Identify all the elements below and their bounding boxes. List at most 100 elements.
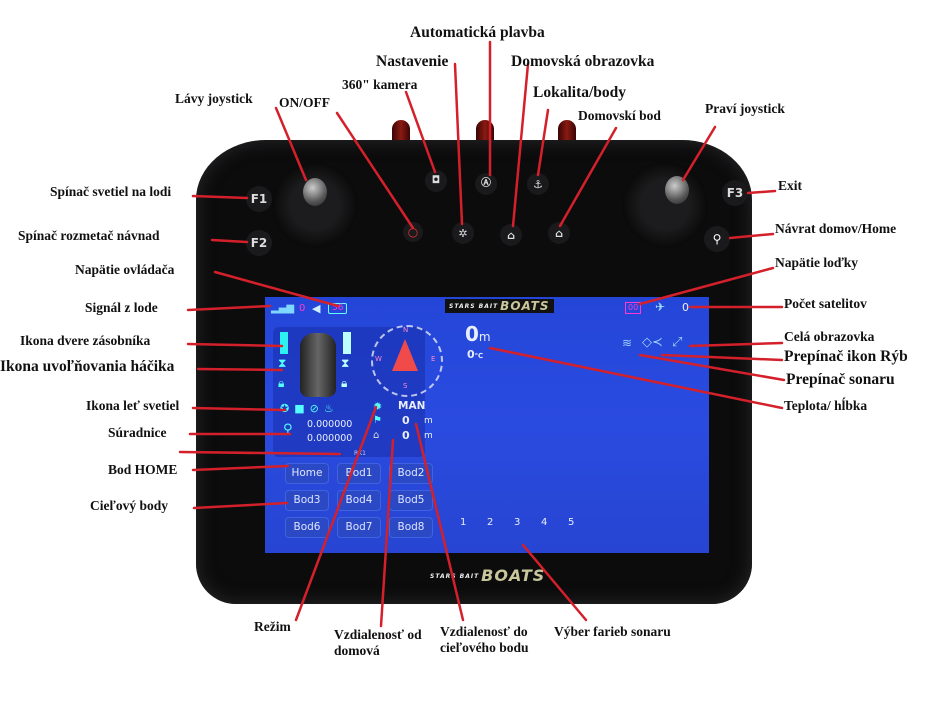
- fullscreen-icon[interactable]: ⤢: [672, 335, 683, 350]
- mode-icon[interactable]: ✹: [373, 400, 383, 413]
- route-label: RK1: [354, 450, 366, 457]
- sonar-color-3[interactable]: 3: [514, 517, 521, 528]
- label-light-icon: Ikona leť svetiel: [86, 398, 180, 413]
- label-distance-home: Vzdialenosť od domová: [334, 627, 422, 658]
- sonar-color-5[interactable]: 5: [568, 517, 575, 528]
- distance-home: 0: [402, 429, 410, 442]
- point-home-button[interactable]: Home: [285, 463, 329, 484]
- camera-button[interactable]: ◘: [425, 170, 447, 192]
- anchor-icon: ⚓: [533, 177, 543, 191]
- heading-arrow-icon: [392, 339, 418, 371]
- mode-value: MAN: [398, 400, 426, 412]
- label-mode: Režim: [254, 619, 291, 634]
- home-point-icon: ⌂: [555, 226, 563, 240]
- point-7-button[interactable]: Bod7: [337, 517, 381, 538]
- point-1-button[interactable]: Bod1: [337, 463, 381, 484]
- target-flag-icon: ⚑: [373, 415, 382, 426]
- controller-battery: 36: [328, 303, 348, 314]
- label-home-button: Bod HOME: [108, 462, 178, 477]
- label-right-joystick: Praví joystick: [705, 101, 785, 116]
- label-satellites: Počet satelitov: [784, 296, 867, 311]
- label-temp-depth: Teplota/ hĺbka: [784, 398, 868, 413]
- latitude: 0.000000: [307, 419, 353, 430]
- satellite-icon: ✈: [655, 300, 666, 314]
- left-joystick[interactable]: [272, 162, 358, 248]
- location-pin-icon: ⚲: [712, 232, 722, 246]
- label-return-home: Návrat domov/Home: [775, 221, 897, 236]
- label-sonar-colors: Výber farieb sonaru: [554, 624, 671, 639]
- f3-label: F3: [726, 186, 744, 200]
- f3-exit-button[interactable]: F3: [722, 180, 748, 206]
- label-left-joystick: Lávy joystick: [175, 91, 253, 106]
- label-exit: Exit: [778, 178, 803, 193]
- power-icon: ○: [407, 225, 419, 239]
- f2-label: F2: [250, 236, 268, 250]
- point-6-button[interactable]: Bod6: [285, 517, 329, 538]
- home-point-button[interactable]: ⌂: [548, 222, 570, 244]
- label-light-switch: Spínač svetiel na lodi: [50, 184, 172, 199]
- label-on-off: ON/OFF: [279, 95, 330, 110]
- distance-home-unit: m: [424, 431, 433, 441]
- label-home-screen: Domovská obrazovka: [511, 53, 655, 70]
- power-button[interactable]: ○: [403, 222, 423, 242]
- label-location-points: Lokalita/body: [533, 84, 627, 101]
- point-4-button[interactable]: Bod4: [337, 490, 381, 511]
- lock-right-icon: 🔒︎: [341, 376, 348, 390]
- sonar-color-1[interactable]: 1: [460, 517, 467, 528]
- compass: [371, 325, 443, 397]
- sonar-color-4[interactable]: 4: [541, 517, 548, 528]
- label-boat-signal: Signál z lode: [85, 300, 158, 315]
- return-home-button[interactable]: ⚲: [704, 226, 730, 252]
- auto-icon: Ⓐ: [481, 178, 491, 189]
- compass-s: S: [403, 382, 408, 390]
- light-icons[interactable]: ✪■⊘♨: [280, 402, 339, 415]
- label-bait-spreader: Spínač rozmetač návnad: [18, 228, 160, 243]
- f2-button[interactable]: F2: [246, 230, 272, 256]
- home-icon: ⌂: [507, 228, 515, 242]
- compass-e: E: [431, 355, 436, 363]
- camera-icon: ◘: [431, 175, 441, 186]
- label-distance-target: Vzdialenosť do cieľového bodu: [440, 624, 529, 655]
- f1-button[interactable]: F1: [246, 186, 272, 212]
- distance-target-unit: m: [424, 416, 433, 426]
- auto-cruise-button[interactable]: Ⓐ: [475, 173, 497, 195]
- distance-target: 0: [402, 414, 410, 427]
- hopper-door-right-icon[interactable]: [343, 332, 351, 354]
- label-controller-voltage: Napätie ovládača: [75, 262, 175, 277]
- sonar-color-2[interactable]: 2: [487, 517, 494, 528]
- hook-release-left-icon[interactable]: ⧗: [278, 356, 287, 370]
- hook-release-right-icon[interactable]: ⧗: [341, 356, 350, 370]
- boat-battery: 00: [625, 302, 642, 314]
- label-fullscreen: Celá obrazovka: [784, 329, 875, 344]
- signal-icon: ▂▄▆: [271, 303, 295, 314]
- point-5-button[interactable]: Bod5: [389, 490, 433, 511]
- label-hopper-door: Ikona dvere zásobníka: [20, 333, 151, 348]
- f1-label: F1: [250, 192, 268, 206]
- temperature-value: 0℃: [467, 348, 484, 361]
- hopper-door-left-icon[interactable]: [280, 332, 288, 354]
- sonar-toggle-icon[interactable]: ≋: [622, 336, 633, 350]
- point-3-button[interactable]: Bod3: [285, 490, 329, 511]
- label-boat-voltage: Napätie loďky: [775, 255, 859, 270]
- point-8-button[interactable]: Bod8: [389, 517, 433, 538]
- label-fish-toggle: Prepínač ikon Rýb: [784, 348, 908, 365]
- label-camera: 360" kamera: [342, 77, 418, 92]
- home-screen-button[interactable]: ⌂: [500, 224, 522, 246]
- gear-icon: ✲: [458, 226, 468, 240]
- label-home-point: Domovskí bod: [578, 108, 661, 123]
- location-icon: ⚲: [283, 422, 293, 437]
- label-hook-release: Ikona uvoľňovania háčika: [0, 358, 175, 375]
- right-joystick[interactable]: [622, 162, 708, 248]
- lock-left-icon: 🔒︎: [278, 376, 285, 390]
- point-2-button[interactable]: Bod2: [389, 463, 433, 484]
- longitude: 0.000000: [307, 433, 353, 444]
- compass-w: W: [375, 355, 382, 363]
- fish-icon[interactable]: ◇≺: [642, 335, 663, 350]
- label-auto-cruise: Automatická plavba: [410, 24, 545, 41]
- location-button[interactable]: ⚓: [527, 173, 549, 195]
- settings-button[interactable]: ✲: [452, 222, 474, 244]
- label-sonar-toggle: Prepínač sonaru: [786, 371, 895, 388]
